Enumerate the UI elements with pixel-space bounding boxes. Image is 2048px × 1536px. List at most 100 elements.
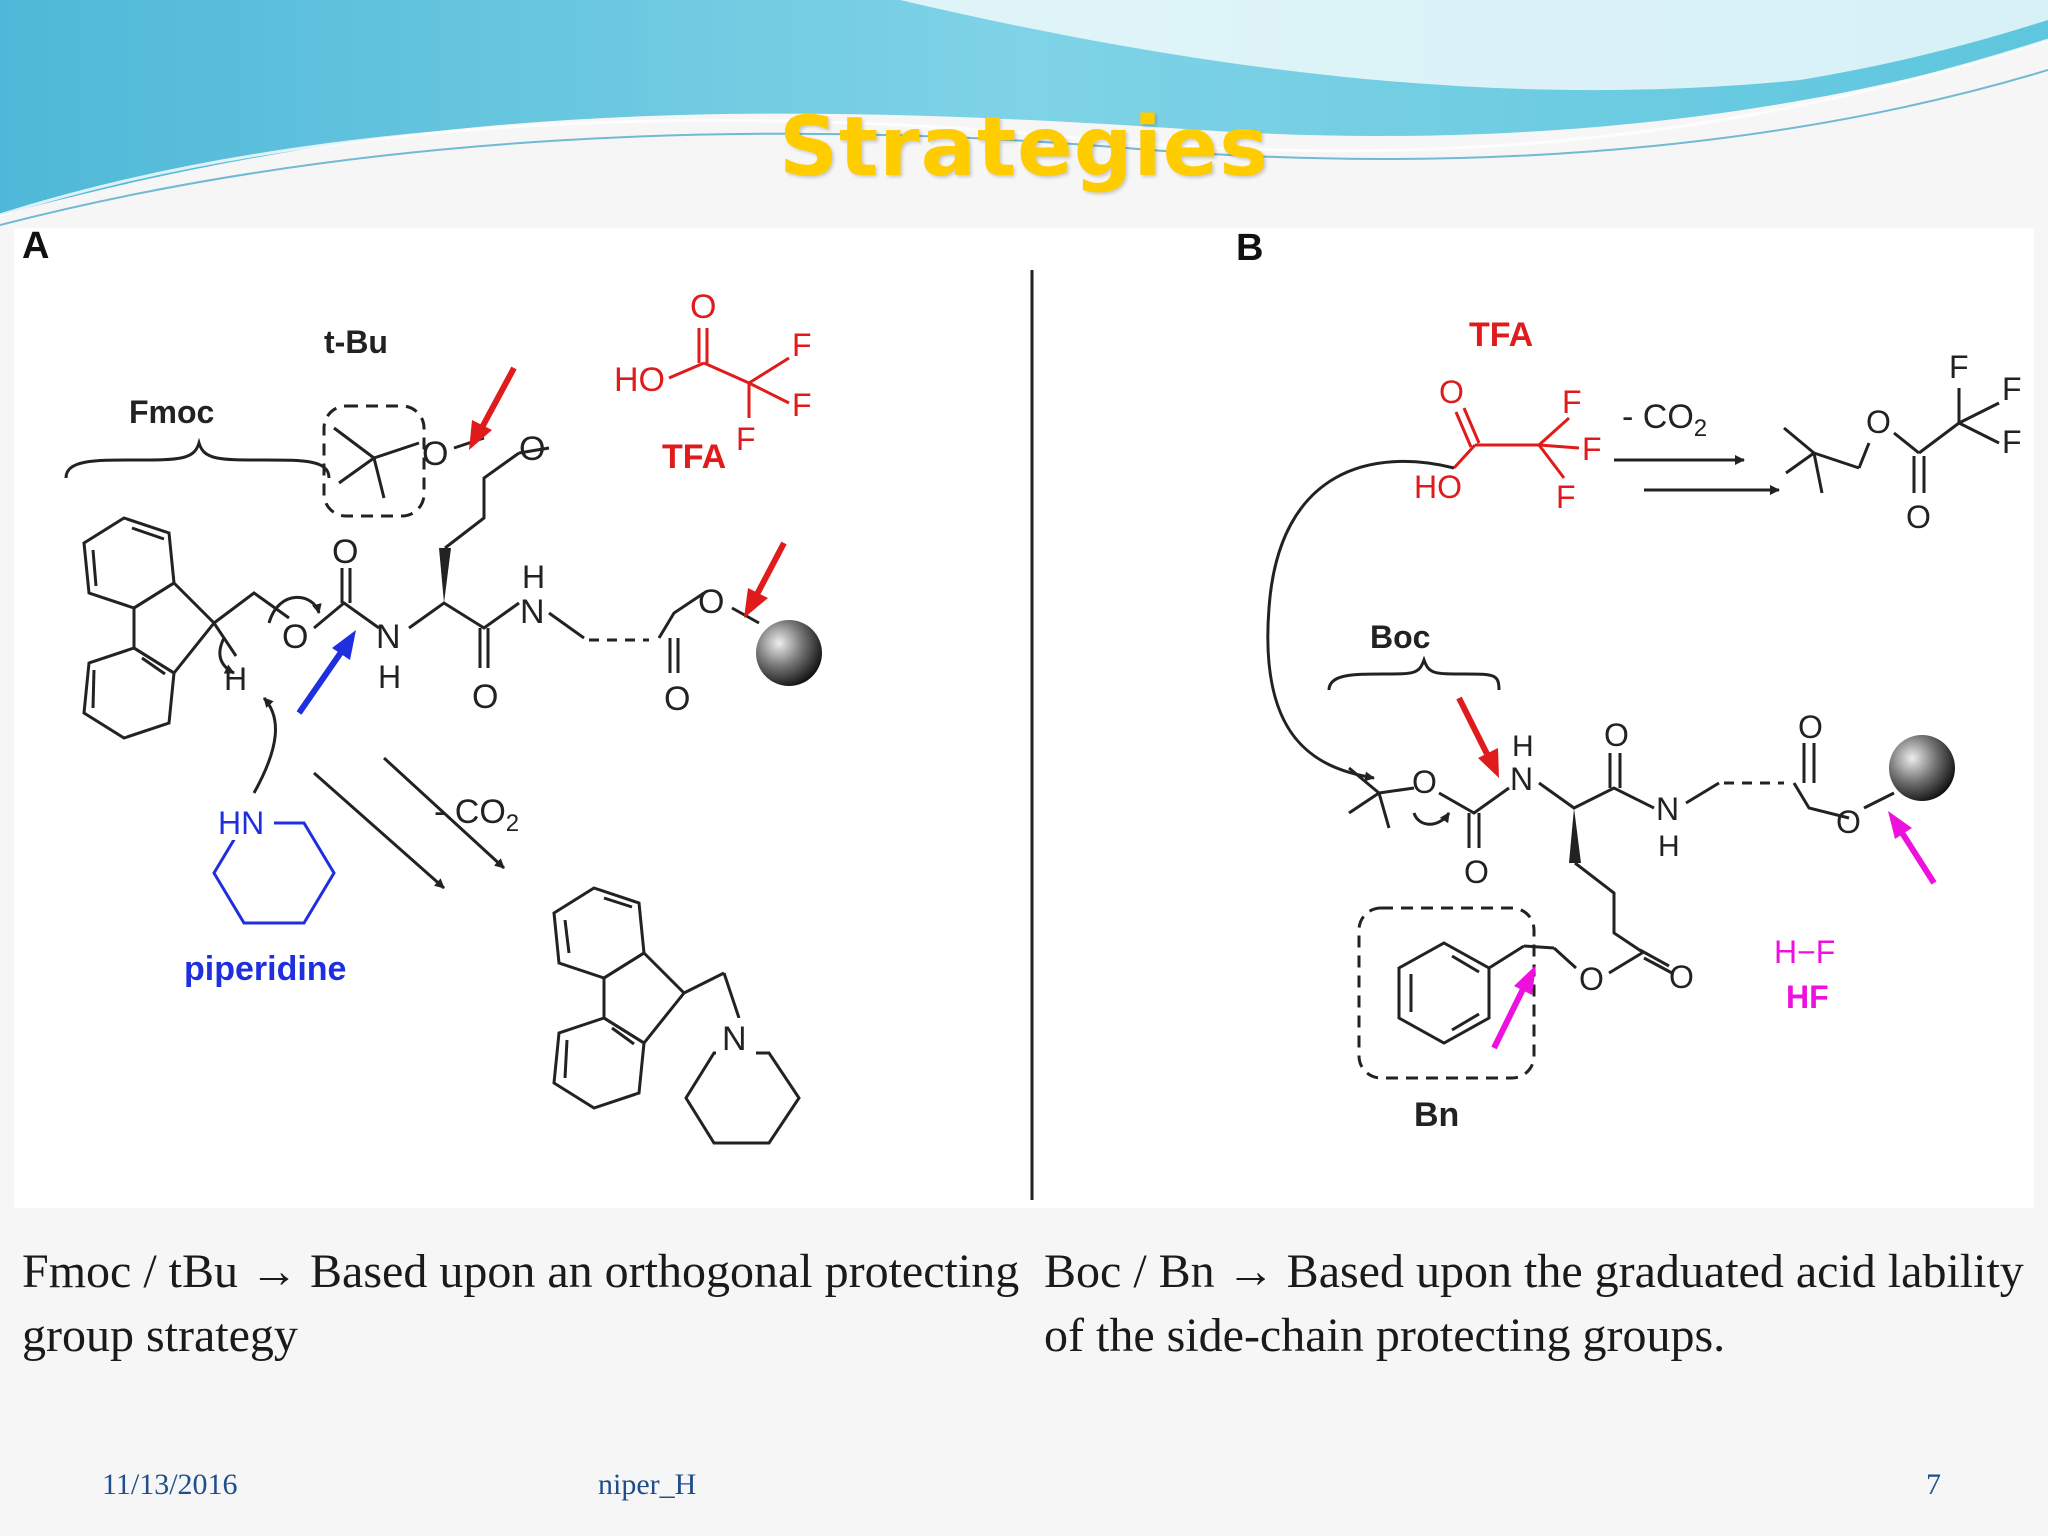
b-resin-ester-bonds <box>1792 782 1850 820</box>
magenta-arrow-resin-cleavage <box>1896 826 1937 885</box>
b-resin-ester-o: O <box>1836 804 1861 840</box>
caption-fmoc-tbu: Fmoc / tBu → Based upon an orthogonal pr… <box>22 1245 1020 1362</box>
side-chain-bonds <box>444 451 520 550</box>
piperidine-label: piperidine <box>184 950 346 988</box>
fmoc-label: Fmoc <box>129 394 214 430</box>
tfa-a-label: TFA <box>662 438 726 476</box>
magenta-arrowhead-1 <box>1514 965 1536 995</box>
boc-label: Boc <box>1370 619 1430 655</box>
curved-arrow-deprot <box>252 696 277 794</box>
side-ester-o: O <box>422 435 448 473</box>
tbu-tfa-o1: O <box>1866 404 1891 440</box>
tfa-molecule-b <box>1452 407 1580 479</box>
fmoc-ch2-bond <box>213 591 290 625</box>
panel-a-label: A <box>22 228 49 267</box>
red-arrowhead-1 <box>469 420 492 450</box>
blue-arrowhead <box>332 630 356 660</box>
b-red-arrowhead <box>1478 748 1499 778</box>
b-side-o2: O <box>1669 959 1694 995</box>
resin-ester-bonds <box>657 591 705 639</box>
b-amide-h2: H <box>1658 830 1680 863</box>
fmoc-ester-o: O <box>282 618 308 656</box>
curved-arrow-boc <box>1412 812 1451 826</box>
bn-dashed-box <box>1357 906 1536 1080</box>
benzyl-ring <box>1397 941 1555 1045</box>
boc-brace <box>1327 655 1501 691</box>
b-backbone-bonds <box>1538 781 1655 810</box>
fmoc-brace <box>64 437 331 479</box>
b-resin-bond <box>1863 791 1895 810</box>
boc-carbamate-bonds <box>1438 786 1510 815</box>
carbamate-o: O <box>332 533 358 571</box>
tfa-a-f1: F <box>792 327 812 363</box>
panel-b-label: B <box>1236 228 1263 269</box>
reaction-arrow-2 <box>382 756 506 870</box>
backbone-bonds <box>408 601 520 630</box>
red-arrow-resin-cleavage <box>751 541 787 602</box>
resin-ester-o: O <box>698 583 724 621</box>
b-resin-bead <box>1889 735 1955 801</box>
amide-n2-h: H <box>522 559 545 595</box>
slide-title: Strategies <box>778 100 1270 195</box>
side-ester-o2: O <box>519 430 545 468</box>
resin-co-o: O <box>664 680 690 718</box>
tfa-a-o: O <box>690 288 716 326</box>
hf-label: HF <box>1786 979 1829 1015</box>
curved-arrow-h <box>218 637 235 675</box>
co2-label-a: - CO2 <box>434 793 519 837</box>
caption-boc-bn: Boc / Bn → Based upon the graduated acid… <box>1044 1245 2024 1362</box>
magenta-arrowhead-2 <box>1888 811 1912 839</box>
b-side-chain-bonds <box>1574 861 1645 955</box>
resin-bead <box>756 620 822 686</box>
boc-co-o: O <box>1464 854 1489 890</box>
adduct-n: N <box>722 1020 747 1058</box>
b-amide-n1: N <box>1510 761 1533 797</box>
tfa-b-ho: HO <box>1414 469 1462 505</box>
piperidine-ring <box>212 821 336 925</box>
red-arrow-tbu-cleavage <box>476 366 517 435</box>
b-red-arrow-boc-cleavage <box>1456 696 1492 760</box>
tfa-b-f3: F <box>1556 479 1576 515</box>
tfa-b-f2: F <box>1582 431 1602 467</box>
reaction-arrow-1 <box>313 771 445 890</box>
b-resin-co-o: O <box>1798 709 1823 745</box>
boc-tbu-group <box>1348 766 1415 829</box>
tbu-tfa-f2: F <box>2002 371 2022 407</box>
b-backbone-o: O <box>1604 717 1629 753</box>
boc-o: O <box>1412 764 1437 800</box>
ester-co <box>518 446 550 455</box>
amide-n1: N <box>376 618 401 656</box>
tfa-b-o: O <box>1439 374 1464 410</box>
red-arrowhead-2 <box>744 588 768 618</box>
reaction-scheme-figure: A H O O N H O <box>14 228 2034 1208</box>
footer-author: niper_H <box>598 1468 697 1501</box>
footer-date: 11/13/2016 <box>102 1468 238 1501</box>
tbu-tfa-ester <box>1783 388 2000 494</box>
b-side-co <box>1639 948 1670 968</box>
piperidine-hn: HN <box>218 805 264 841</box>
curved-arrow-tfa-attack <box>1266 459 1455 782</box>
amide-n2: N <box>520 593 545 631</box>
b-side-o-bond <box>1608 951 1643 975</box>
wedge-bond <box>439 548 451 603</box>
magenta-arrow-bn-cleavage <box>1491 981 1529 1050</box>
bn-ch2-bond <box>1552 946 1578 970</box>
adduct-n-bg <box>716 1018 756 1058</box>
hn-label-bg <box>214 798 274 840</box>
fulvene-adduct <box>552 886 801 1145</box>
panel-b: B TFA O HO F F F - CO2 <box>1236 228 2022 1134</box>
footer-page-number: 7 <box>1926 1468 1941 1501</box>
tbu-tfa-f3: F <box>2002 424 2022 460</box>
tfa-a-ho: HO <box>614 361 665 399</box>
hf-formula: H−F <box>1774 934 1835 970</box>
panel-a: A H O O N H O <box>22 228 822 1145</box>
backbone-o: O <box>472 678 498 716</box>
tfa-b-f1: F <box>1562 384 1582 420</box>
curved-arrow-elim <box>267 595 322 624</box>
tfa-molecule-a <box>668 328 790 418</box>
tbu-dashed-box <box>322 404 426 518</box>
fmoc-ch-h-bond <box>212 622 238 657</box>
b-side-co-double <box>1643 956 1673 975</box>
blue-arrow-fmoc-cleavage <box>296 646 347 715</box>
tbu-label: t-Bu <box>324 324 388 360</box>
